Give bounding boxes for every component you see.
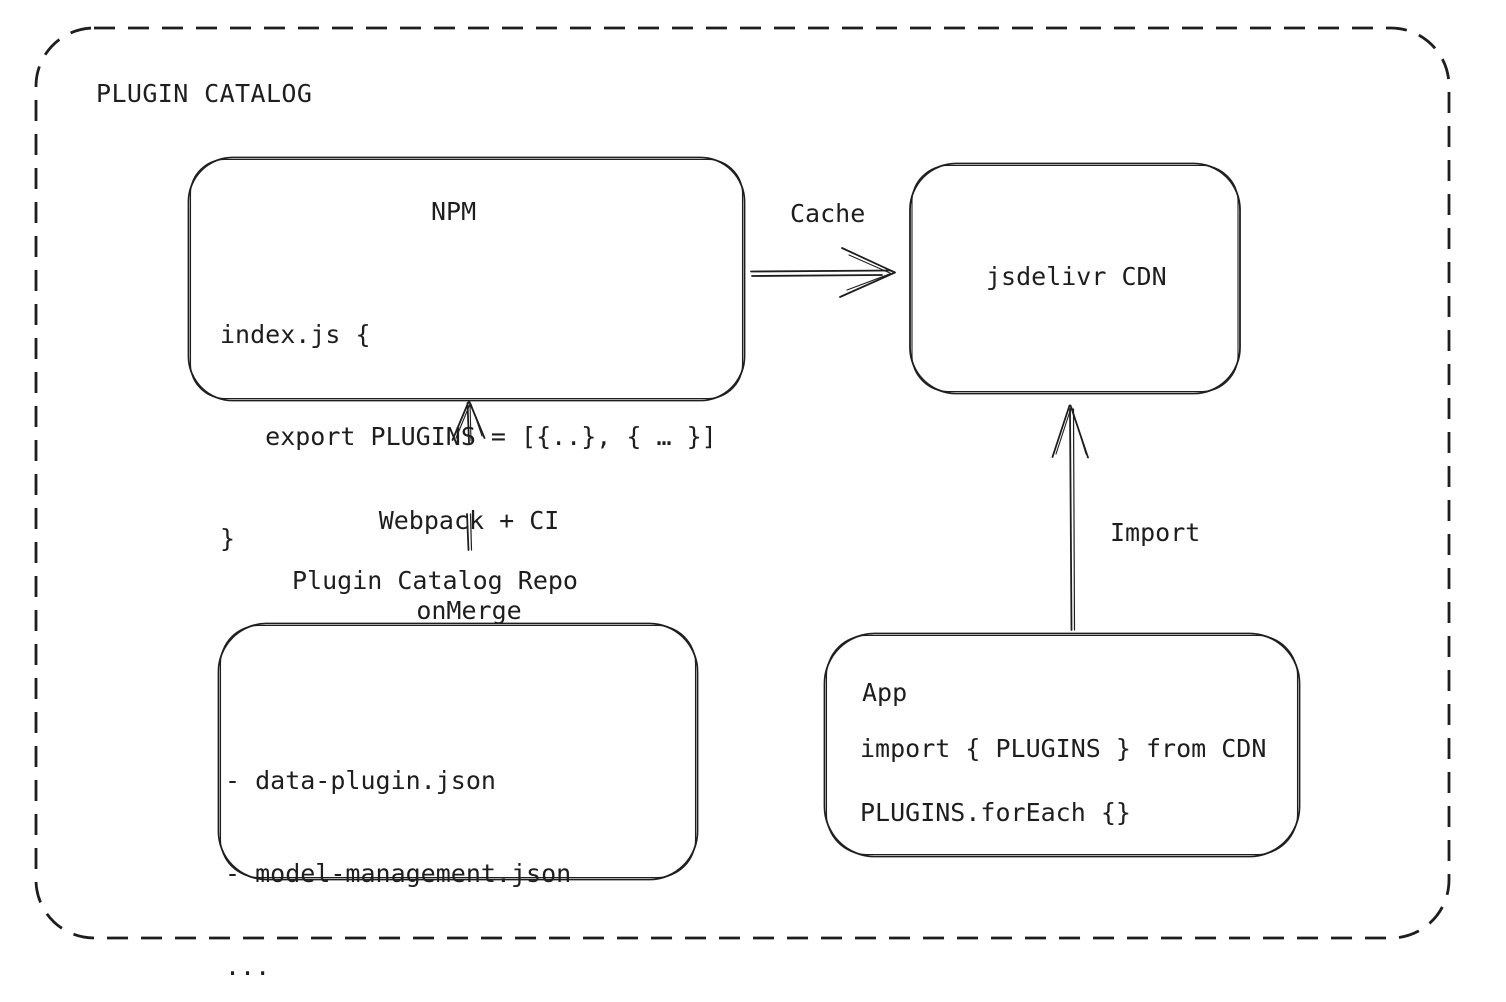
- app-code-line-2: PLUGINS.forEach {}: [860, 798, 1131, 827]
- cache-arrow-label: Cache: [790, 199, 866, 228]
- build-arrow-label: Webpack + CI onMerge: [331, 446, 607, 686]
- repo-file-item: ...: [225, 952, 271, 981]
- build-arrow-label-line: Webpack + CI: [378, 506, 560, 535]
- repo-file-list: - data-plugin.json - model-management.js…: [225, 703, 571, 1002]
- build-arrow: [451, 401, 486, 551]
- cdn-box: [909, 162, 1241, 395]
- plugin-catalog-border: [34, 26, 1451, 940]
- cdn-box-label: jsdelivr CDN: [986, 262, 1167, 291]
- npm-code-line: export PLUGINS = [{..}, { … }]: [220, 422, 717, 451]
- app-box: [823, 632, 1301, 858]
- app-code-line-1: import { PLUGINS } from CDN: [860, 734, 1267, 763]
- build-arrow-label-line: onMerge: [416, 596, 522, 625]
- repo-box-label: Plugin Catalog Repo: [292, 566, 578, 595]
- repo-file-item: - data-plugin.json: [225, 766, 496, 795]
- npm-code: index.js { export PLUGINS = [{..}, { … }…: [220, 250, 717, 624]
- repo-file-item: - model-management.json: [225, 859, 572, 888]
- npm-box: [187, 156, 746, 402]
- repo-box: [217, 622, 699, 881]
- import-arrow-label: Import: [1110, 518, 1201, 547]
- import-arrow: [1051, 404, 1089, 631]
- diagram-title: PLUGIN CATALOG: [96, 79, 313, 108]
- npm-code-line: index.js {: [220, 320, 371, 349]
- npm-code-line: }: [220, 524, 236, 553]
- npm-box-title: NPM: [431, 197, 477, 226]
- cache-arrow: [750, 247, 896, 298]
- app-box-title: App: [862, 678, 908, 707]
